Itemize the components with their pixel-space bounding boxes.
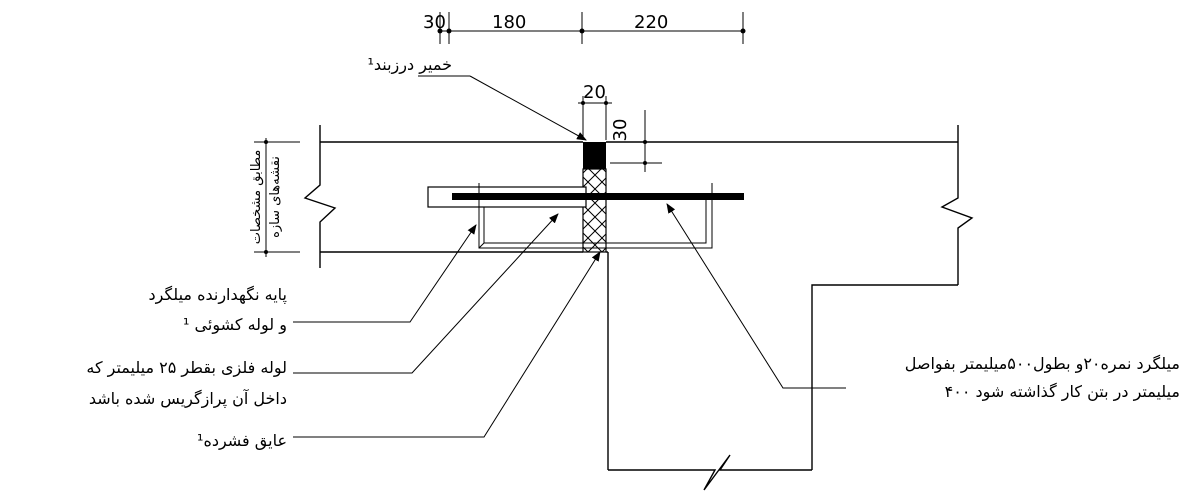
leaders bbox=[293, 203, 846, 438]
label-chair-line1: پایه نگهدارنده میلگرد bbox=[149, 285, 287, 305]
label-sealant: خمیر درزبند¹ bbox=[367, 55, 452, 75]
label-filler: عایق فشرده¹ bbox=[197, 431, 287, 451]
side-note-line1: مطابق مشخصات bbox=[249, 150, 264, 245]
dim-180: 180 bbox=[492, 12, 526, 33]
dim-30: 30 bbox=[423, 12, 446, 33]
label-pipe-line2: داخل آن پرازگریس شده باشد bbox=[89, 389, 287, 409]
support-chair bbox=[478, 183, 713, 249]
sealant-block bbox=[583, 142, 606, 169]
label-pipe-line1: لوله فلزی بقطر ۲۵ میلیمتر که bbox=[86, 358, 287, 378]
left-slab bbox=[303, 125, 583, 268]
top-dimension: 30 180 220 bbox=[423, 12, 746, 44]
right-slab bbox=[606, 125, 974, 491]
joint-width-dimension: 20 bbox=[578, 82, 612, 140]
dim-220: 220 bbox=[634, 12, 668, 33]
dim-depth-30: 30 bbox=[610, 119, 631, 142]
label-dowel-line1: میلگرد نمره۲۰و بطول۵۰۰میلیمتر بفواصل bbox=[905, 354, 1180, 374]
label-chair-line2: و لوله کشوئی ¹ bbox=[183, 315, 287, 335]
side-dimension: مطابق مشخصات نقشه‌های سازه bbox=[249, 138, 300, 257]
side-note-line2: نقشه‌های سازه bbox=[268, 156, 283, 238]
dowel-bar bbox=[452, 193, 744, 200]
sealant-depth-dimension: 30 bbox=[610, 110, 662, 172]
filler-hatch bbox=[582, 168, 607, 253]
dim-joint-20: 20 bbox=[583, 82, 606, 103]
label-dowel-line2: ۴۰۰ میلیمتر در بتن کار گذاشته شود bbox=[945, 382, 1180, 402]
